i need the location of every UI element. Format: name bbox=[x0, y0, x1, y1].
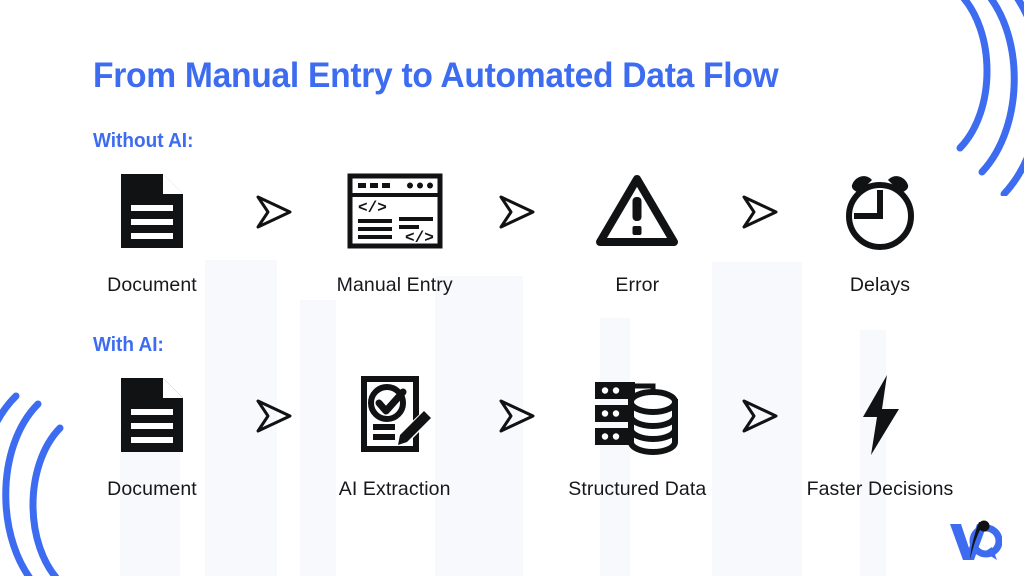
vq-logo bbox=[950, 520, 1002, 560]
arrow-chevron-icon bbox=[245, 372, 301, 458]
arrow-chevron-icon bbox=[731, 372, 787, 458]
section-label-without-ai: Without AI: bbox=[93, 130, 194, 152]
alarm-clock-icon bbox=[839, 168, 921, 254]
flow-step-document: Document bbox=[66, 168, 238, 297]
lightning-bolt-icon bbox=[851, 372, 909, 458]
flow-step-structured-data: Structured Data bbox=[551, 372, 723, 501]
code-window-icon: </> </> bbox=[347, 168, 443, 254]
concentric-arcs-icon bbox=[956, 0, 1024, 196]
flow-step-label: Delays bbox=[849, 274, 911, 296]
flow-step-faster-decisions: Faster Decisions bbox=[794, 372, 966, 501]
flow-step-label: AI Extraction bbox=[338, 478, 451, 500]
flow-step-ai-extraction: AI Extraction bbox=[309, 372, 481, 501]
document-check-pen-icon bbox=[354, 372, 436, 458]
arrow-chevron-icon bbox=[488, 168, 544, 254]
svg-text:</>: </> bbox=[405, 229, 434, 247]
flow-step-label: Structured Data bbox=[568, 478, 707, 500]
flow-step-label: Document bbox=[107, 478, 197, 500]
server-database-icon bbox=[591, 372, 683, 458]
flow-step-manual-entry: </> </> Manual Entry bbox=[309, 168, 481, 297]
flow-step-label: Document bbox=[107, 274, 197, 296]
arrow-chevron-icon bbox=[731, 168, 787, 254]
flow-step-label: Faster Decisions bbox=[806, 478, 954, 500]
warning-triangle-icon bbox=[595, 168, 679, 254]
document-icon bbox=[117, 168, 187, 254]
document-icon bbox=[117, 372, 187, 458]
flow-step-document-ai: Document bbox=[66, 372, 238, 501]
flow-row-without-ai: Document bbox=[66, 168, 966, 297]
flow-step-delays: Delays bbox=[794, 168, 966, 297]
flow-step-label: Manual Entry bbox=[336, 274, 453, 296]
page-title: From Manual Entry to Automated Data Flow bbox=[93, 56, 779, 95]
flow-step-error: Error bbox=[551, 168, 723, 297]
flow-row-with-ai: Document bbox=[66, 372, 966, 501]
flow-step-label: Error bbox=[615, 274, 660, 296]
section-label-with-ai: With AI: bbox=[93, 334, 164, 356]
arrow-chevron-icon bbox=[245, 168, 301, 254]
arrow-chevron-icon bbox=[488, 372, 544, 458]
svg-text:</>: </> bbox=[358, 199, 387, 217]
